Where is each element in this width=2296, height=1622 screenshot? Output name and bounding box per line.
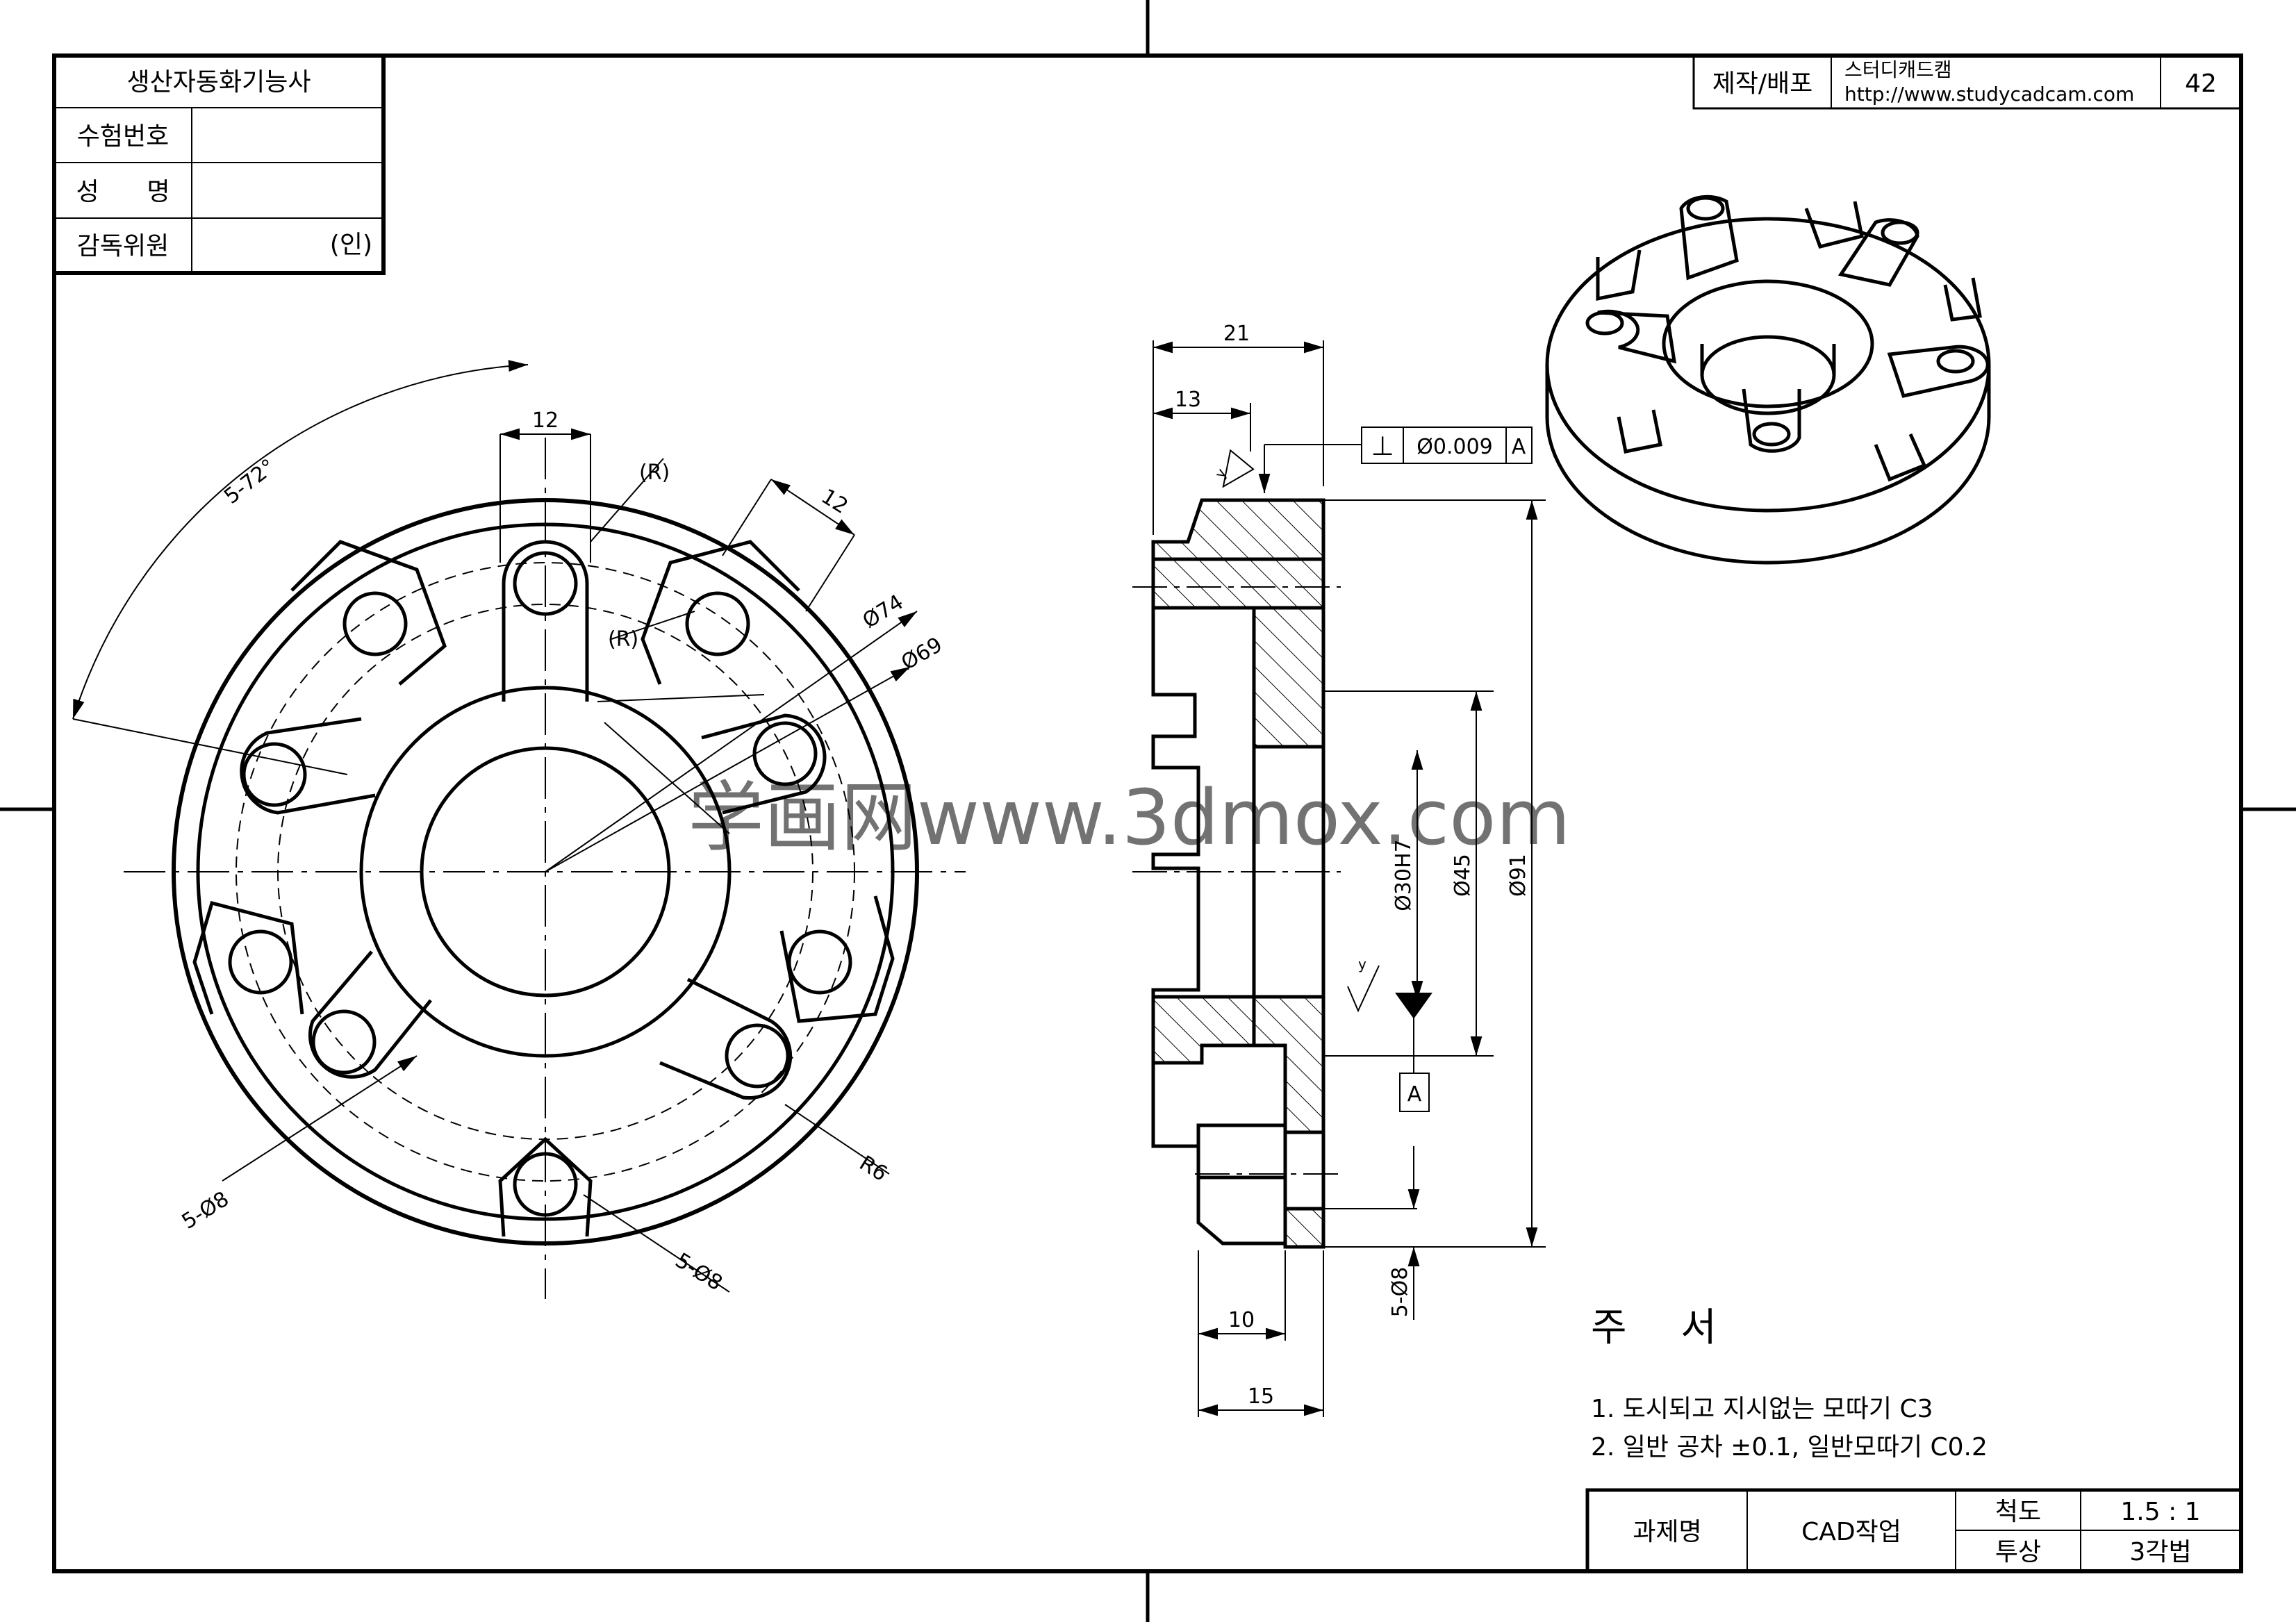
dim-radius-6: R6 (855, 1151, 891, 1186)
dim-13: 13 (1175, 388, 1201, 412)
exam-info-block: 생산자동화기능사 수험번호 성 명 감독위원 (인) (52, 53, 386, 275)
exam-title: 생산자동화기능사 (127, 68, 311, 97)
notes-block: 주 서 1. 도시되고 지시없는 모따기 C3 2. 일반 공차 ±0.1, 일… (1591, 1305, 1988, 1462)
project-value: CAD작업 (1801, 1518, 1901, 1546)
tolerance-value: Ø0.009 (1417, 435, 1493, 459)
dim-12-top: 12 (532, 408, 559, 433)
dim-dia-74: Ø74 (859, 590, 908, 633)
seal-label: (인) (330, 231, 372, 259)
note-line-2: 2. 일반 공차 ±0.1, 일반모따기 C0.2 (1591, 1433, 1988, 1462)
project-label: 과제명 (1633, 1518, 1701, 1546)
tolerance-frame: ⊥ Ø0.009 A (1361, 427, 1533, 464)
dim-dia-91: Ø91 (1506, 854, 1530, 897)
front-view (72, 360, 966, 1299)
isometric-view (1545, 195, 1991, 565)
dim-15: 15 (1248, 1384, 1274, 1409)
projection-label: 투상 (1995, 1538, 2041, 1566)
dim-radius-1: (R) (639, 461, 670, 485)
section-view (1132, 340, 1546, 1417)
datum-label: A (1407, 1082, 1422, 1107)
dim-angle: 5-72° (220, 454, 280, 509)
sheet-number: 42 (2185, 69, 2217, 98)
supervisor-label: 감독위원 (77, 232, 169, 260)
surface-mark-2: y (1358, 956, 1366, 973)
projection-value: 3각법 (2129, 1538, 2191, 1566)
dim-dia-69: Ø69 (898, 633, 947, 675)
dim-21: 21 (1223, 322, 1250, 346)
title-block: 과제명 CAD작업 척도 1.5 : 1 투상 3각법 (1585, 1488, 2243, 1573)
producer-block: 제작/배포 스터디캐드캠 http://www.studycadcam.com … (1692, 54, 2243, 110)
dim-dia-45: Ø45 (1451, 854, 1475, 897)
note-line-1: 1. 도시되고 지시없는 모따기 C3 (1591, 1395, 1933, 1423)
dim-holes-left: 5-Ø8 (178, 1187, 233, 1234)
producer-company: 스터디캐드캠 (1844, 58, 1952, 81)
scale-value: 1.5 : 1 (2120, 1498, 2200, 1526)
perpendicularity-icon: ⊥ (1371, 431, 1394, 461)
section-view-dimensions: 21 13 Ø30H7 Ø45 Ø91 5-Ø8 10 15 y y A (1175, 322, 1530, 1409)
producer-url: http://www.studycadcam.com (1844, 83, 2134, 106)
name-label: 성 명 (76, 178, 170, 206)
dim-holes-bottom: 5-Ø8 (671, 1248, 727, 1296)
producer-label: 제작/배포 (1712, 69, 1813, 98)
notes-title: 주 서 (1591, 1305, 1737, 1350)
watermark: 学画网www.3dmox.com (688, 773, 1571, 862)
dim-dia-30: Ø30H7 (1391, 839, 1416, 911)
dim-holes-side: 5-Ø8 (1388, 1267, 1412, 1318)
tolerance-datum: A (1512, 435, 1526, 459)
exam-number-label: 수험번호 (77, 122, 169, 151)
scale-label: 척도 (1995, 1498, 2041, 1526)
dim-10: 10 (1228, 1308, 1255, 1332)
dim-radius-2: (R) (608, 627, 638, 652)
